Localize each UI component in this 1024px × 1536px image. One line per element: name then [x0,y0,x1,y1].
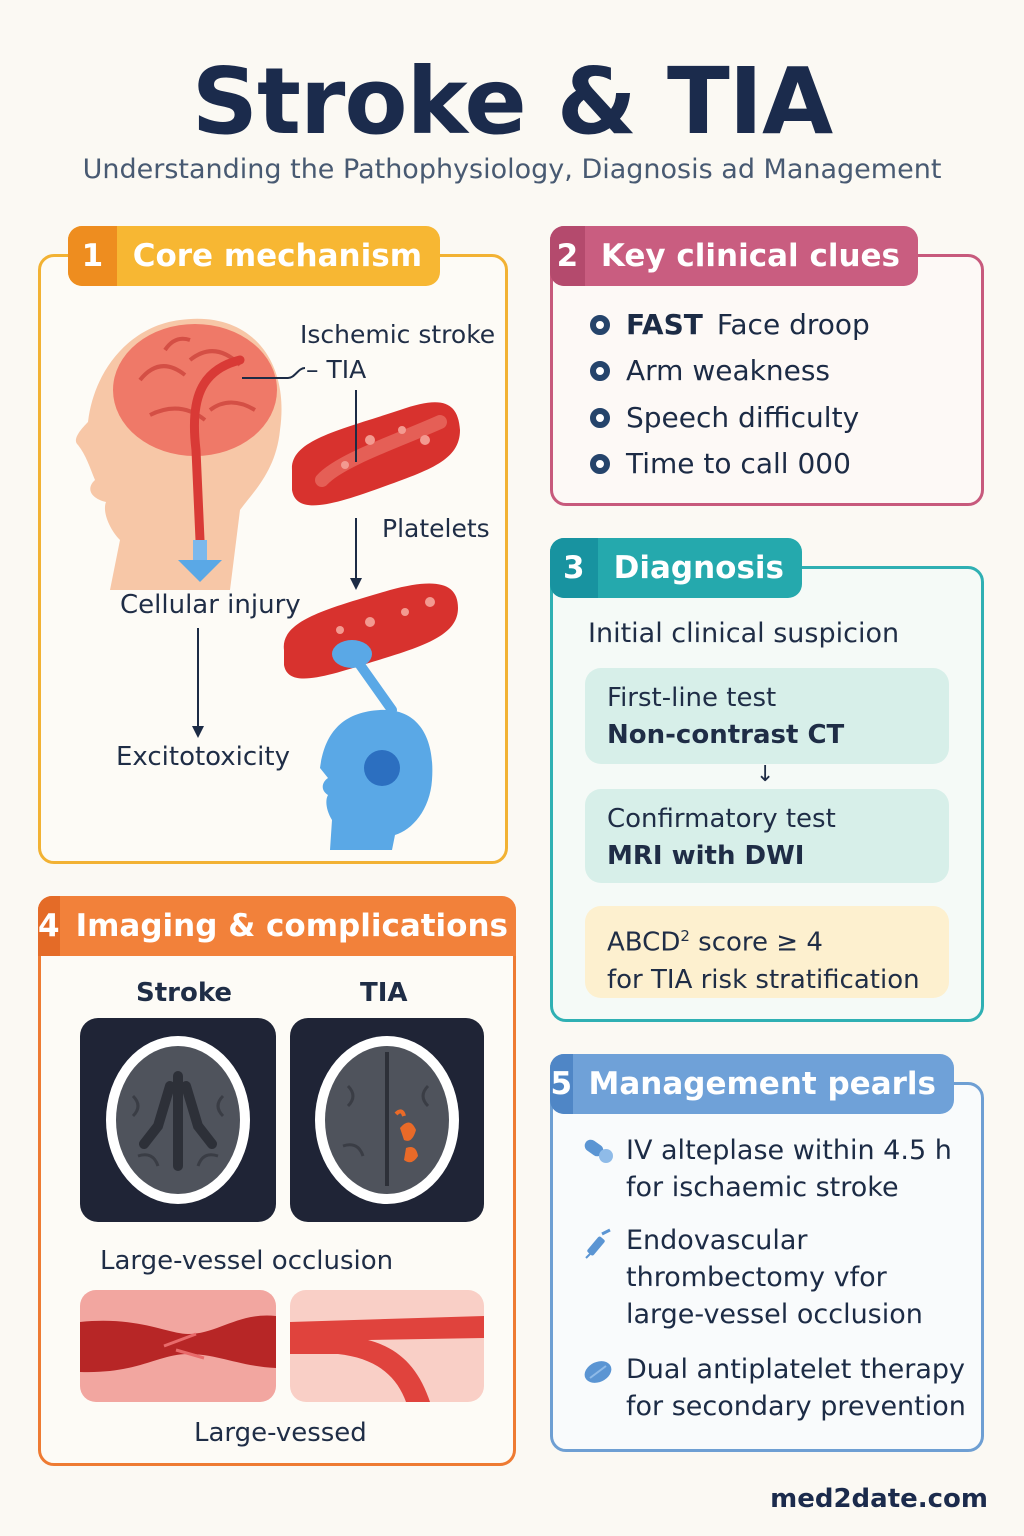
occlusion-label: Large-vessel occlusion [100,1246,394,1276]
page-subtitle: Understanding the Pathophysiology, Diagn… [82,154,942,185]
first-line-value: Non-contrast CT [607,720,845,750]
section-number: 2 [550,226,585,286]
management-line: for secondary prevention [626,1391,966,1422]
section-title: Core mechanism [132,238,422,274]
diagnosis-tab: 3 Diagnosis [550,538,802,598]
management-item: Dual antiplatelet therapy for secondary … [626,1351,966,1425]
imaging-tab: 4 Imaging & complications [38,896,516,956]
ischemic-stroke-label: Ischemic stroke [300,320,496,349]
management-panel [550,1082,984,1452]
management-item: Endovascular thrombectomy vfor large-ves… [626,1222,923,1333]
section-title: Management pearls [588,1066,936,1102]
score-line2: for TIA risk stratification [607,964,920,995]
excitotoxicity-label: Excitotoxicity [116,742,290,772]
management-line: Dual antiplatelet therapy [626,1354,966,1385]
footer-site: med2date.com [770,1484,988,1514]
abcd-score-box: ABCD2 score ≥ 4 for TIA risk stratificat… [585,906,949,998]
confirmatory-value: MRI with DWI [607,841,805,871]
confirmatory-label: Confirmatory test [607,804,836,834]
clue-text: Time to call 000 [626,447,851,480]
page-title: Stroke & TIA [191,48,833,155]
blood-vessel-upper-icon [291,402,460,506]
bullet-icon [590,407,610,428]
section-title: Diagnosis [613,550,784,586]
clue-item: Time to call 000 [590,447,851,480]
bullet-icon [590,360,610,381]
tia-ct-scan-icon [290,1018,484,1222]
clue-strong: FAST [626,308,703,341]
score-suffix: score ≥ 4 [689,927,823,958]
management-line: for ischaemic stroke [626,1172,899,1203]
syringe-icon [585,1228,611,1259]
platelets-label: Platelets [382,514,490,543]
first-line-label: First-line test [607,683,777,713]
stroke-scan-label: Stroke [136,978,233,1008]
down-arrow-icon: ↓ [756,762,775,787]
imaging-illustrations [80,1018,484,1402]
score-prefix: ABCD [607,927,681,958]
bullet-icon [590,314,610,335]
management-line: thrombectomy vfor [626,1262,887,1293]
large-vessed-label: Large-vessed [194,1418,367,1448]
clue-text: Arm weakness [626,354,830,387]
management-line: large-vessel occlusion [626,1299,923,1330]
tia-scan-label: TIA [360,978,408,1008]
confirmatory-test-box: Confirmatory test MRI with DWI [585,789,949,883]
score-superscript: 2 [680,927,690,945]
occluded-artery-icon [80,1290,276,1402]
pill-icon [584,1139,613,1163]
section-title: Imaging & complications [75,908,509,944]
clue-item: Arm weakness [590,354,830,387]
section-title: Key clinical clues [600,238,900,274]
bullet-icon [590,453,610,474]
occluded-vessel-icon [283,583,458,715]
blue-head-icon [320,709,433,850]
clue-item: Speech difficulty [590,401,859,434]
clinical-clues-tab: 2 Key clinical clues [550,226,918,286]
diagnosis-intro: Initial clinical suspicion [588,618,900,649]
stroke-ct-scan-icon [80,1018,276,1222]
management-item: IV alteplase within 4.5 h for ischaemic … [626,1132,952,1206]
core-mechanism-tab: 1 Core mechanism [68,226,440,286]
management-line: IV alteplase within 4.5 h [626,1135,952,1166]
clue-item: FAST Face droop [590,308,870,341]
core-mechanism-illustration [75,318,460,850]
clue-text: Face droop [716,308,870,341]
patent-artery-icon [290,1290,484,1402]
clue-text: Speech difficulty [626,401,860,434]
tablet-icon [584,1361,612,1383]
section-number: 4 [38,896,60,956]
section-number: 3 [550,538,598,598]
section-number: 1 [68,226,117,286]
first-line-test-box: First-line test Non-contrast CT [585,668,949,764]
cellular-injury-label: Cellular injury [120,590,301,620]
section-number: 5 [550,1054,573,1114]
management-line: Endovascular [626,1225,808,1256]
tia-label: – TIA [306,355,367,384]
management-tab: 5 Management pearls [550,1054,954,1114]
